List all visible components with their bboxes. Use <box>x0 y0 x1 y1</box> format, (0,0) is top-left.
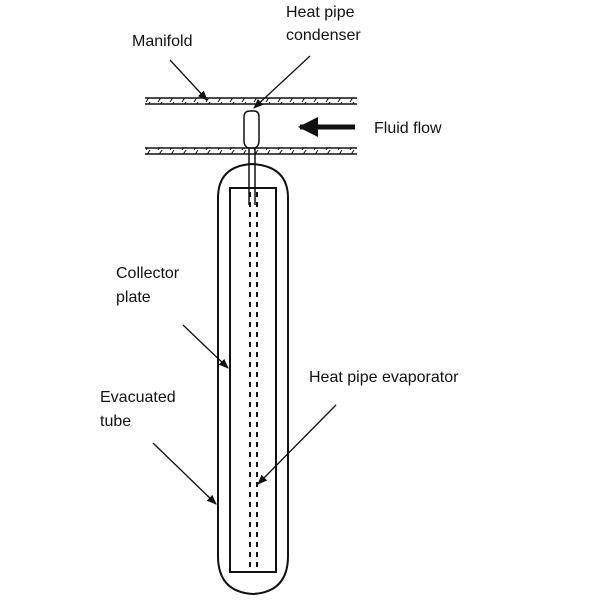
manifold-leader <box>169 59 208 101</box>
collector-plate-label-line2: plate <box>116 289 151 306</box>
condenser-label-line1: Heat pipe <box>286 4 355 21</box>
collector-plate-label-line1: Collector <box>116 265 180 282</box>
evaporator-leader <box>257 404 337 485</box>
condenser-leader <box>253 55 311 109</box>
collector-plate <box>229 187 277 573</box>
evacuated-tube-outer <box>217 162 289 596</box>
manifold-top-wall <box>145 97 357 105</box>
evacuated-tube-label-line2: tube <box>100 413 131 430</box>
heat-pipe-evaporator <box>249 192 258 572</box>
fluid-flow-arrow <box>298 117 355 137</box>
evacuated-tube-leader <box>152 442 217 505</box>
evaporator-label: Heat pipe evaporator <box>309 369 459 386</box>
fluid-flow-label: Fluid flow <box>374 120 442 137</box>
evacuated-tube-label-line1: Evacuated <box>100 389 176 406</box>
manifold-label: Manifold <box>132 33 192 50</box>
manifold-bottom-wall <box>145 147 357 155</box>
collector-plate-leader <box>182 324 229 369</box>
condenser-label-line2: condenser <box>286 27 361 44</box>
heat-pipe-condenser <box>243 110 260 149</box>
